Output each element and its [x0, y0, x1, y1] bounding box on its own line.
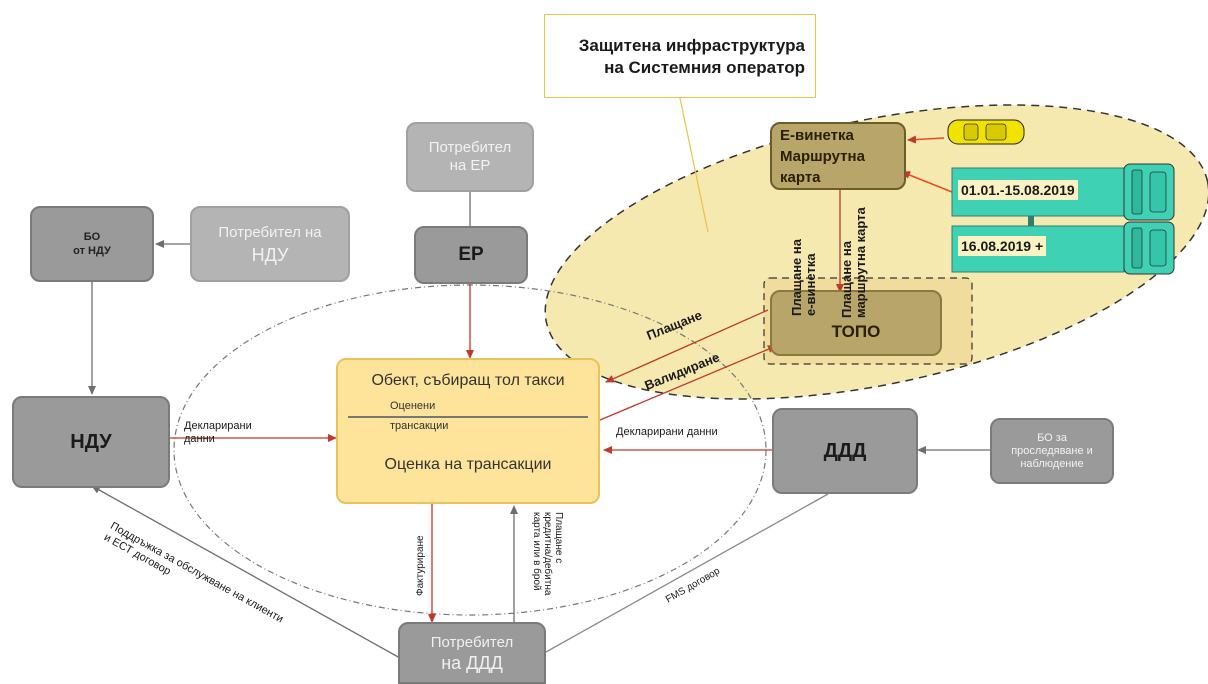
- node-toll-charger-bottom: Оценка на трансакции: [384, 456, 552, 473]
- node-bo-ndu: БО от НДУ: [30, 206, 154, 282]
- label-declared-data-right: Декларирани данни: [616, 426, 718, 438]
- node-evinetka-line1: Е-винетка: [780, 126, 854, 144]
- label-declared-data-left-1: Декларирани: [184, 420, 252, 432]
- label-card-or-cash-payment-1: Плащане с: [553, 512, 564, 564]
- node-bo-prosled-line1: БО за: [1037, 431, 1067, 444]
- label-payment-evinetka-2: е-винетка: [803, 253, 818, 316]
- connector-ddd-fms: [545, 493, 829, 653]
- arrow-potrebitel-ddd-to-ndu: [91, 485, 401, 659]
- label-invoicing: Фактуриране: [415, 535, 426, 596]
- node-topo: ТОПО: [770, 290, 942, 356]
- node-ndu: НДУ: [12, 396, 170, 488]
- node-bo-prosled-line3: наблюдение: [1020, 457, 1084, 470]
- node-potrebitel-ep: Потребител на ЕР: [406, 122, 534, 192]
- node-evinetka-line2: Маршрутна: [780, 147, 865, 165]
- node-ddd: ДДД: [772, 408, 918, 494]
- node-potrebitel-ndu: Потребител на НДУ: [190, 206, 350, 282]
- node-ep-label: ЕР: [458, 244, 484, 265]
- node-ep: ЕР: [414, 226, 528, 284]
- protected-infrastructure-callout: Защитена инфраструктура на Системния опе…: [544, 14, 816, 98]
- arrow-car-to-evinetka: [907, 135, 945, 144]
- arrow-topo-to-center-payment: [605, 309, 769, 383]
- node-toll-charger: Обект, събиращ тол такси Оценени трансак…: [336, 358, 600, 504]
- divider-line: [348, 416, 588, 418]
- node-topo-label: ТОПО: [831, 322, 881, 341]
- node-potrebitel-ndu-line2: НДУ: [251, 245, 289, 265]
- evaluated-transactions-block: Оценени трансакции: [348, 398, 588, 442]
- car-icon: [947, 119, 1025, 145]
- label-card-or-cash-payment-3: карта или в брой: [531, 512, 542, 591]
- evaluated-transactions-line1: Оценени: [390, 400, 436, 412]
- label-card-or-cash-payment: Плащане с кредитна/дебитна карта или в б…: [531, 512, 564, 595]
- truck-2-date: 16.08.2019 +: [958, 236, 1047, 256]
- truck-1-date: 01.01.-15.08.2019: [958, 180, 1078, 200]
- node-potrebitel-ep-line2: на ЕР: [449, 157, 491, 174]
- node-evinetka-line3: карта: [780, 168, 821, 186]
- truck-coupling: [1028, 216, 1034, 226]
- callout-line-2: на Системния оператор: [604, 58, 805, 77]
- node-potrebitel-ddd-line2: на ДДД: [441, 653, 503, 673]
- node-potrebitel-ddd-line1: Потребител: [430, 634, 514, 651]
- node-potrebitel-ep-line1: Потребител: [428, 139, 512, 156]
- node-evinetka: Е-винетка Маршрутна карта: [770, 122, 906, 190]
- label-payment-evinetka: Плащане на е-винетка: [789, 239, 818, 316]
- label-declared-data-left: Декларирани данни: [184, 420, 252, 446]
- node-ddd-label: ДДД: [823, 439, 867, 462]
- node-ndu-label: НДУ: [70, 430, 112, 453]
- callout-pointer: [679, 97, 709, 233]
- node-potrebitel-ndu-line1: Потребител на: [218, 224, 322, 241]
- label-payment-route-card-2: маршрутна карта: [853, 207, 868, 318]
- node-toll-charger-title: Обект, събиращ тол такси: [371, 372, 565, 389]
- label-declared-data-left-2: данни: [184, 433, 215, 445]
- node-bo-ndu-line1: БО: [83, 231, 101, 243]
- node-bo-prosled: БО за проследяване и наблюдение: [990, 418, 1114, 484]
- arrow-trucks-to-evinetka: [901, 171, 953, 193]
- node-bo-ndu-line2: от НДУ: [73, 245, 111, 257]
- label-payment-route-card-1: Плащане на: [839, 241, 854, 318]
- node-potrebitel-ddd: Потребител на ДДД: [398, 622, 546, 684]
- label-card-or-cash-payment-2: кредитна/дебитна: [542, 512, 553, 596]
- arrow-center-to-topo-validation: [599, 345, 777, 421]
- label-payment-route-card: Плащане на маршрутна карта: [839, 207, 868, 318]
- evaluated-transactions-line2: трансакции: [390, 420, 449, 432]
- callout-line-1: Защитена инфраструктура: [578, 36, 805, 55]
- label-payment-evinetka-1: Плащане на: [789, 239, 804, 316]
- node-bo-prosled-line2: проследяване и: [1011, 444, 1093, 457]
